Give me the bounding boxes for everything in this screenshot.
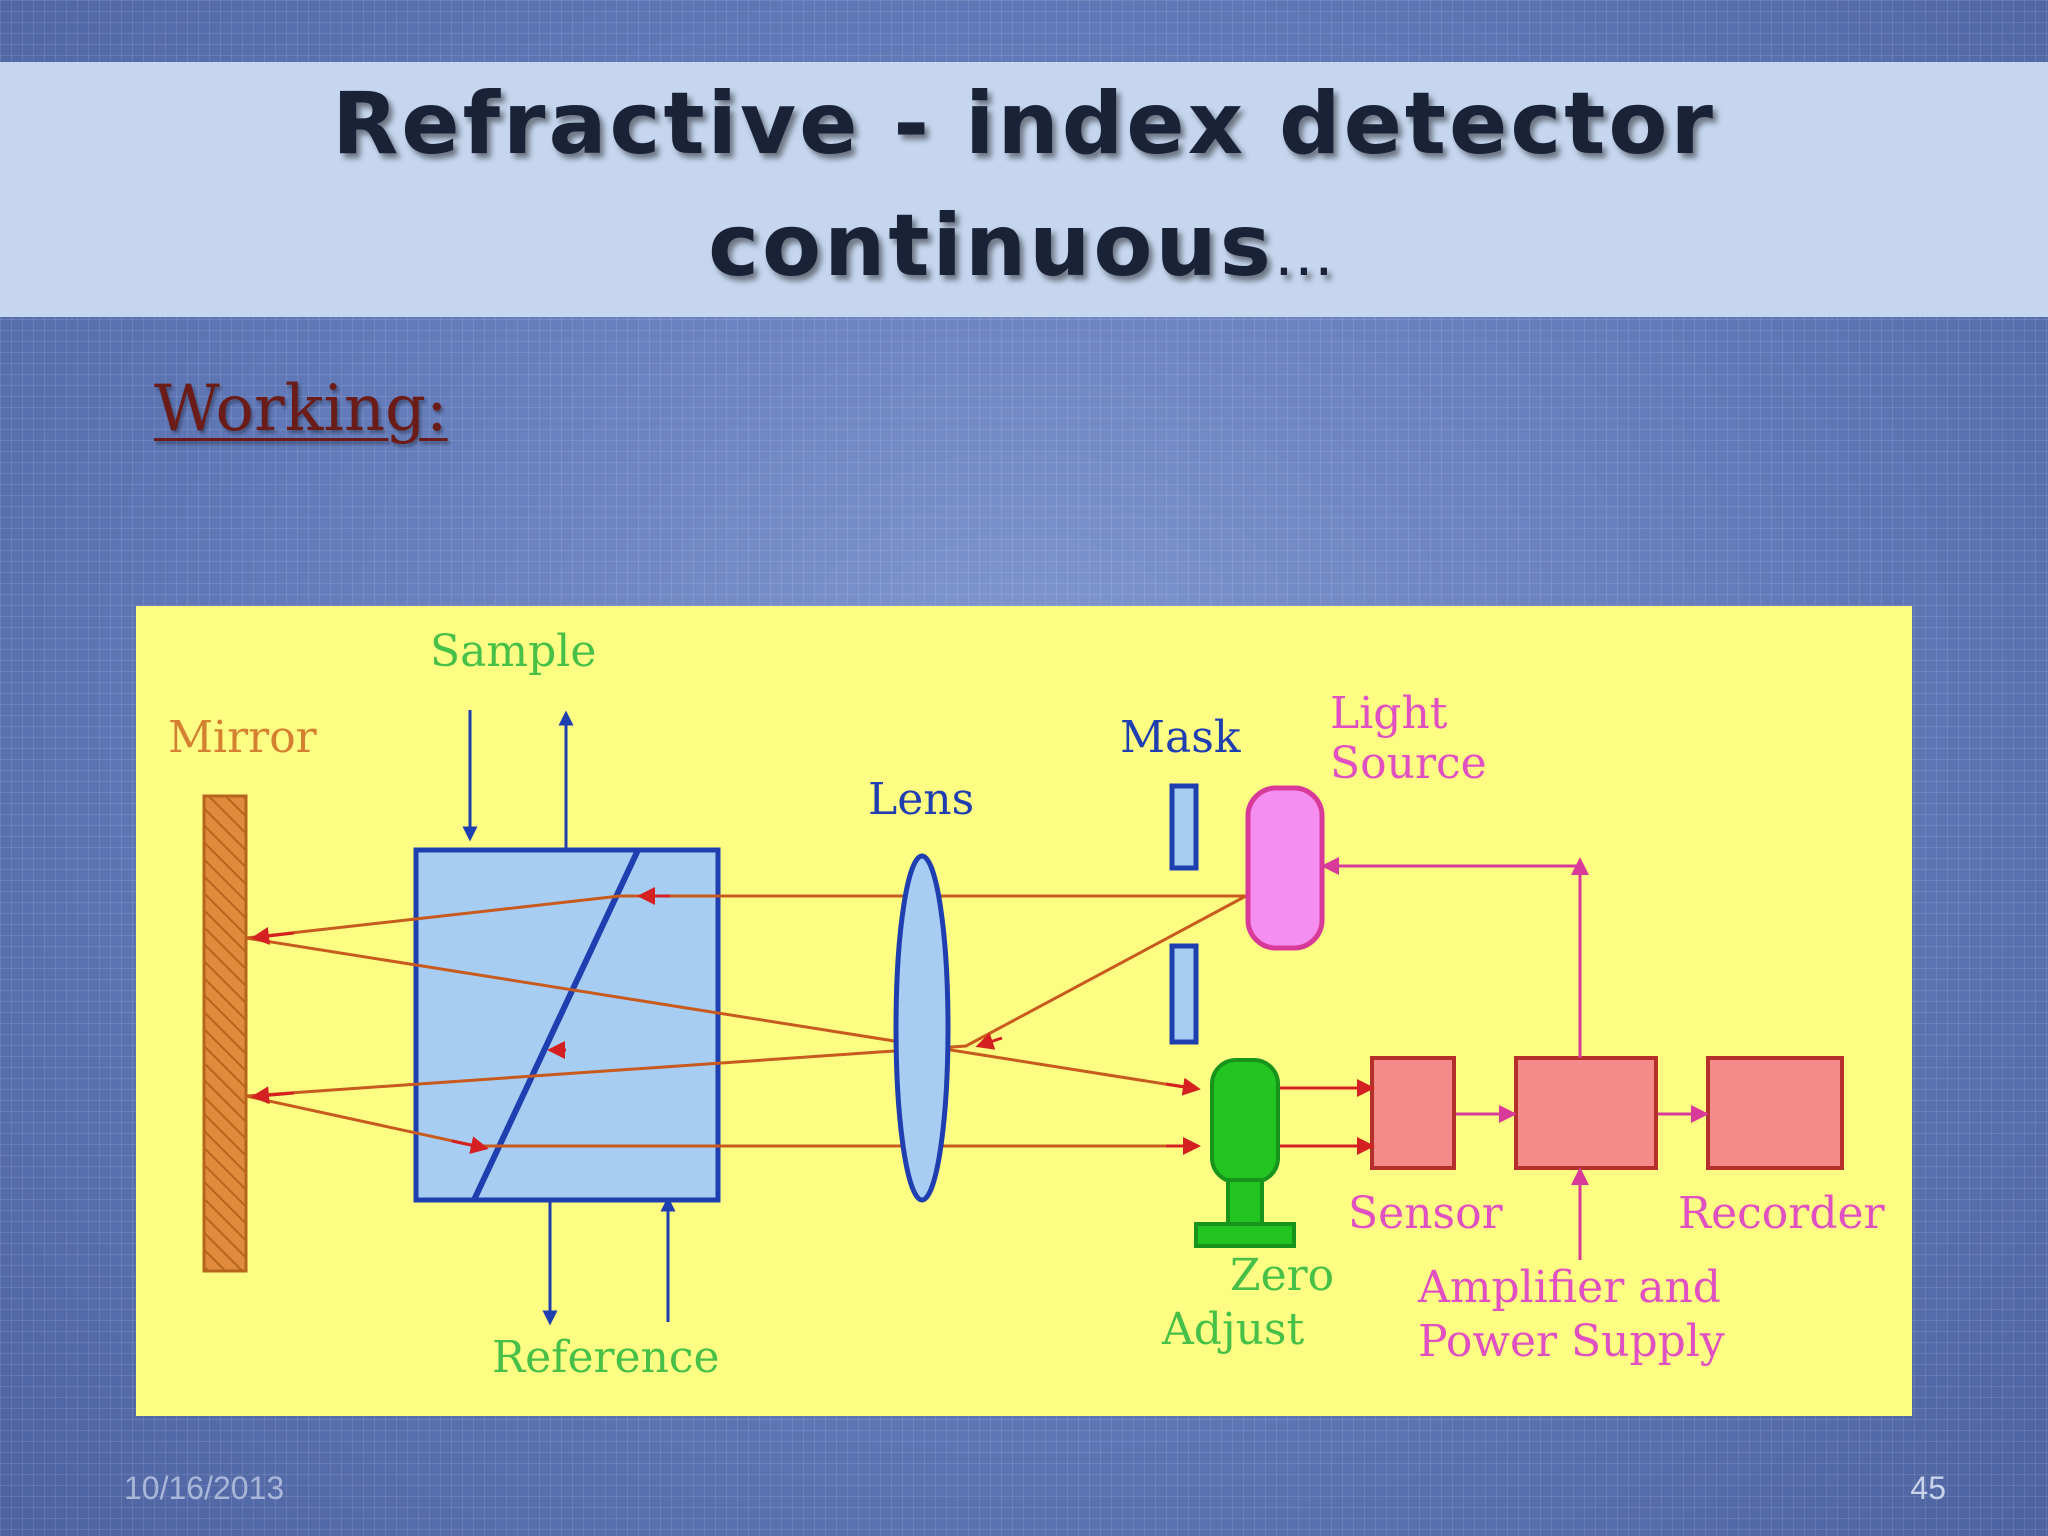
flow-cell <box>413 847 721 1203</box>
amplifier-box <box>1514 1056 1658 1170</box>
beam-lower <box>245 1094 477 1148</box>
slide-date: 10/16/2013 <box>124 1470 285 1506</box>
label-light-source-2: Source <box>1330 738 1487 789</box>
beam-arrow-6 <box>975 1032 1003 1050</box>
zero-adjust-base <box>1194 1222 1296 1248</box>
label-mask: Mask <box>1120 712 1241 763</box>
beam-diagonal-in <box>245 894 1247 1098</box>
detector-diagram-svg: Mirror Sample Reference Lens Mask <box>168 626 1886 1383</box>
label-lens: Lens <box>868 774 974 825</box>
label-mirror: Mirror <box>168 712 318 763</box>
beam-arrow-2 <box>251 927 295 945</box>
beam-arrow-5 <box>451 1136 489 1154</box>
label-recorder: Recorder <box>1678 1188 1886 1239</box>
beam-arrow-7 <box>1165 1077 1201 1096</box>
title-band: Refractive - index detector continuous… <box>0 62 2048 317</box>
label-light-source-1: Light <box>1330 688 1448 739</box>
label-amplifier-1: Amplifier and <box>1417 1262 1721 1313</box>
title-line-1: Refractive - index detector <box>332 74 1716 174</box>
label-reference: Reference <box>492 1332 720 1383</box>
label-sensor: Sensor <box>1348 1188 1504 1239</box>
title-line-2-text: continuous <box>708 196 1274 296</box>
mirror <box>202 794 248 1273</box>
mask-lower <box>1169 943 1199 1045</box>
label-sample: Sample <box>430 626 596 677</box>
title-line-2: continuous… <box>708 185 1340 316</box>
slide-title: Refractive - index detector continuous… <box>0 62 2048 317</box>
beam-upper <box>245 894 1246 940</box>
label-zero-adjust-1: Zero <box>1230 1250 1334 1301</box>
light-source <box>1245 785 1325 951</box>
lens <box>893 853 951 1203</box>
sensor-box <box>1370 1056 1456 1170</box>
beam-arrow-3 <box>251 1086 295 1105</box>
label-amplifier-2: Power Supply <box>1418 1316 1725 1367</box>
zero-adjust-detector <box>1210 1058 1280 1184</box>
beam-cross <box>245 936 1191 1090</box>
recorder-box <box>1706 1056 1844 1170</box>
detector-diagram: Mirror Sample Reference Lens Mask <box>136 606 1912 1416</box>
title-ellipsis: … <box>1273 220 1340 290</box>
zero-adjust-stem <box>1226 1178 1264 1228</box>
flow-cell-divider <box>471 848 641 1202</box>
slide-page-number: 45 <box>1910 1470 1946 1506</box>
mask-upper <box>1169 783 1199 871</box>
label-zero-adjust-2: Adjust <box>1161 1304 1305 1355</box>
working-heading: Working: <box>154 372 448 446</box>
